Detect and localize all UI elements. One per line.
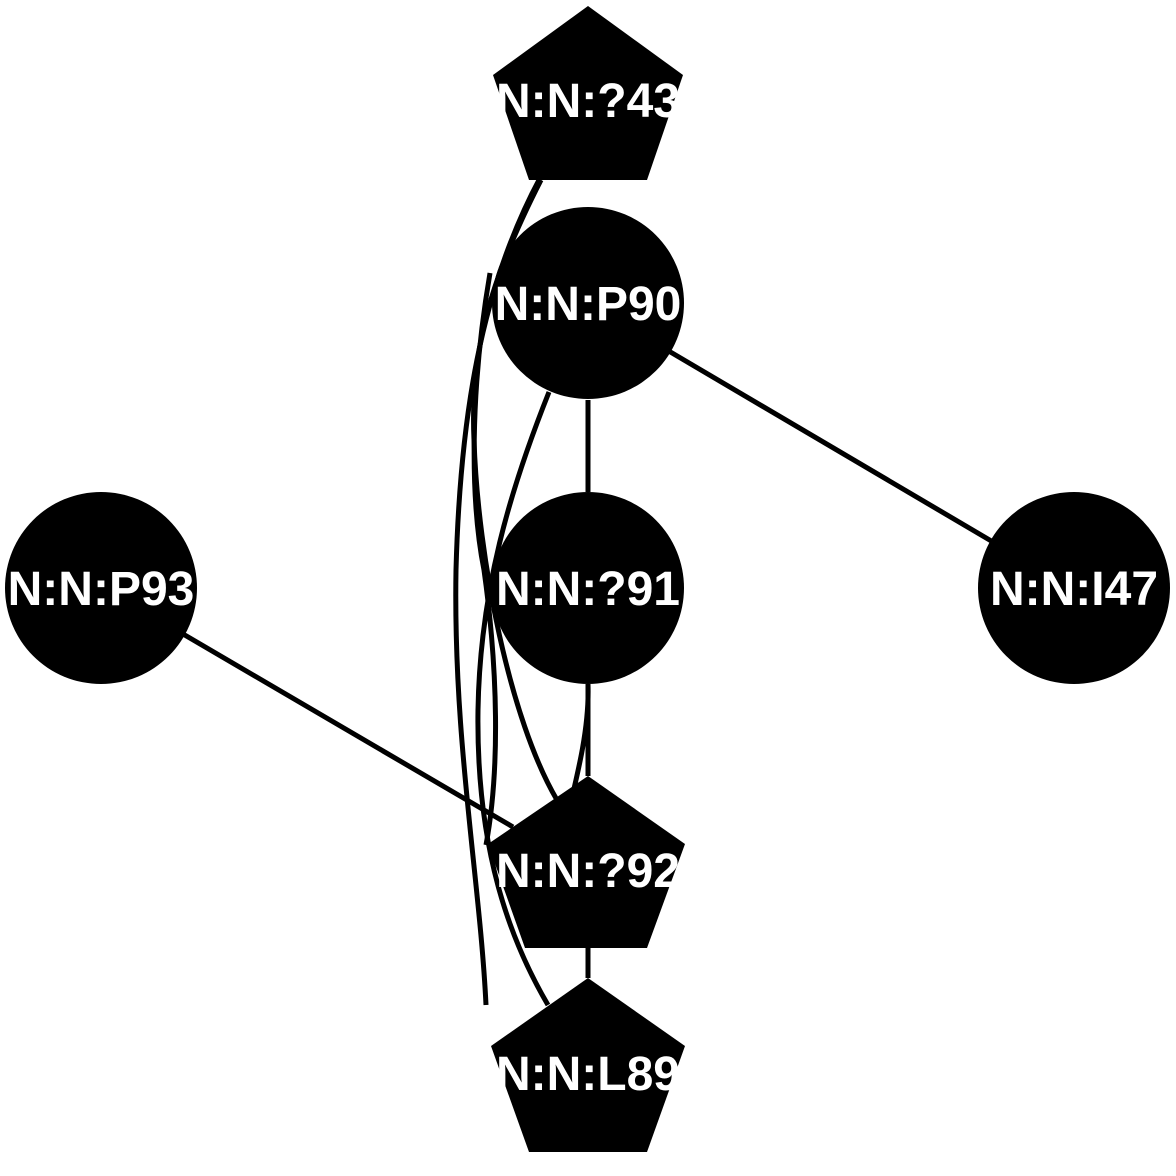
node-Q92-label: N:N:?92 (496, 845, 680, 898)
node-Q92[interactable]: N:N:?92 (488, 776, 685, 948)
node-A43[interactable]: N:N:?43 (493, 6, 683, 180)
edge-P90-L89 (475, 391, 552, 1007)
node-L89-pentagon (491, 978, 685, 1152)
node-Q91[interactable]: N:N:?91 (492, 492, 684, 684)
node-Q91-label: N:N:?91 (496, 563, 680, 616)
edge-P93-Q92 (181, 631, 515, 830)
node-L89-label: N:N:L89 (496, 1048, 680, 1101)
node-P90-circle (492, 207, 684, 399)
node-P93-circle (5, 492, 197, 684)
node-Q91-circle (492, 492, 684, 684)
node-A43-label: N:N:?43 (496, 75, 680, 128)
node-Q92-pentagon (488, 776, 685, 948)
edge-P90-Q92 (471, 272, 499, 846)
node-I47[interactable]: N:N:I47 (978, 492, 1170, 684)
node-I47-label: N:N:I47 (990, 563, 1158, 616)
node-L89[interactable]: N:N:L89 (491, 978, 685, 1152)
node-P90[interactable]: N:N:P90 (492, 207, 684, 399)
node-I47-circle (978, 492, 1170, 684)
node-P93-label: N:N:P93 (8, 563, 195, 616)
node-A43-pentagon (493, 6, 683, 180)
edge-P90-I47 (665, 347, 995, 545)
node-P93[interactable]: N:N:P93 (5, 492, 197, 684)
node-P90-label: N:N:P90 (495, 278, 682, 331)
